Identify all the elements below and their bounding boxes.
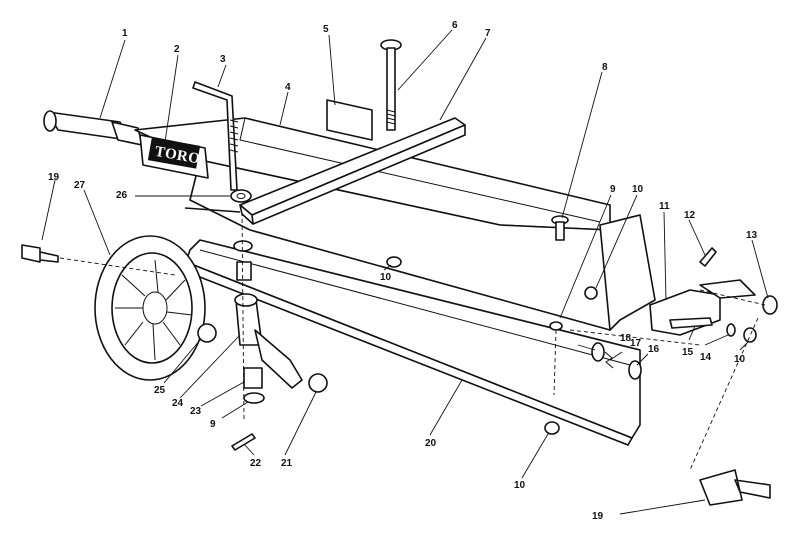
bolt-19-bottom (699, 469, 771, 506)
callout-6: 6 (452, 20, 458, 31)
nut-10-right (743, 327, 757, 343)
cross-bar (239, 117, 466, 225)
toro-logo-plate: TORO (139, 134, 209, 179)
cotter-pin-12 (699, 247, 717, 267)
callout-27: 27 (74, 180, 86, 191)
callout-labels: 1 2 3 4 5 6 7 8 9 10 11 12 13 19 27 26 1… (48, 20, 758, 522)
callout-10-deck: 10 (632, 184, 644, 195)
assembly-line-19-wheel (59, 257, 176, 276)
callout-12: 12 (684, 210, 696, 221)
callout-10-right: 10 (734, 354, 746, 365)
washer-upper (233, 240, 253, 252)
nut-10-deck (584, 286, 598, 300)
callout-24: 24 (172, 398, 184, 409)
leader-lines (41, 29, 769, 515)
callout-3: 3 (220, 54, 226, 65)
assembly-line-right (569, 329, 701, 346)
toro-logo-text: TORO (154, 144, 202, 168)
callout-8: 8 (602, 62, 608, 73)
spring-17 (604, 351, 614, 369)
callout-21: 21 (281, 458, 293, 469)
handle-tube (43, 110, 143, 146)
wheel-arm-24 (234, 293, 303, 389)
carriage-bolt-8 (551, 215, 569, 241)
callout-15: 15 (682, 347, 694, 358)
callout-16: 16 (648, 344, 660, 355)
callout-25: 25 (154, 385, 166, 396)
spacer-upper (236, 261, 252, 281)
callout-4: 4 (285, 82, 291, 93)
wheel-27 (94, 235, 206, 381)
callout-19-bottom: 19 (592, 511, 604, 522)
callout-9-deck: 9 (610, 184, 616, 195)
washer-9-lower (243, 392, 265, 404)
bolt-19-left (21, 244, 59, 263)
washer-14 (726, 323, 736, 337)
pin-22 (231, 433, 256, 451)
bushing-23 (243, 367, 263, 389)
callout-26: 26 (116, 190, 128, 201)
callout-2: 2 (174, 44, 180, 55)
shield-plate (326, 99, 373, 141)
callout-18: 18 (620, 333, 632, 344)
bolt-15 (669, 317, 713, 329)
callout-10-bottom: 10 (514, 480, 526, 491)
nut-21 (308, 373, 328, 393)
washer-16 (628, 360, 642, 380)
washer-25 (197, 323, 217, 343)
callout-7: 7 (485, 28, 491, 39)
callout-23: 23 (190, 406, 202, 417)
nut-10-top (386, 256, 402, 268)
callout-17: 17 (630, 338, 642, 349)
lock-nut-26 (230, 189, 252, 203)
washer-18 (591, 342, 605, 362)
callout-13: 13 (746, 230, 758, 241)
callout-5: 5 (323, 24, 329, 35)
callout-9-lower: 9 (210, 419, 216, 430)
callout-1: 1 (122, 28, 128, 39)
callout-20: 20 (425, 438, 437, 449)
callout-11: 11 (659, 201, 670, 212)
l-bolt-3 (192, 81, 239, 191)
callout-14: 14 (700, 352, 712, 363)
carriage-bolt-6 (380, 39, 402, 131)
assembly-line-19-bottom (689, 317, 759, 471)
callout-19-left: 19 (48, 172, 60, 183)
axle-rod (184, 207, 241, 213)
washer-9-deck (549, 321, 563, 331)
bolt-13 (762, 295, 778, 315)
nut-10-bottom (544, 421, 560, 435)
callout-22: 22 (250, 458, 262, 469)
callout-10-top: 10 (380, 272, 392, 283)
assembly-line-8 (553, 329, 557, 396)
